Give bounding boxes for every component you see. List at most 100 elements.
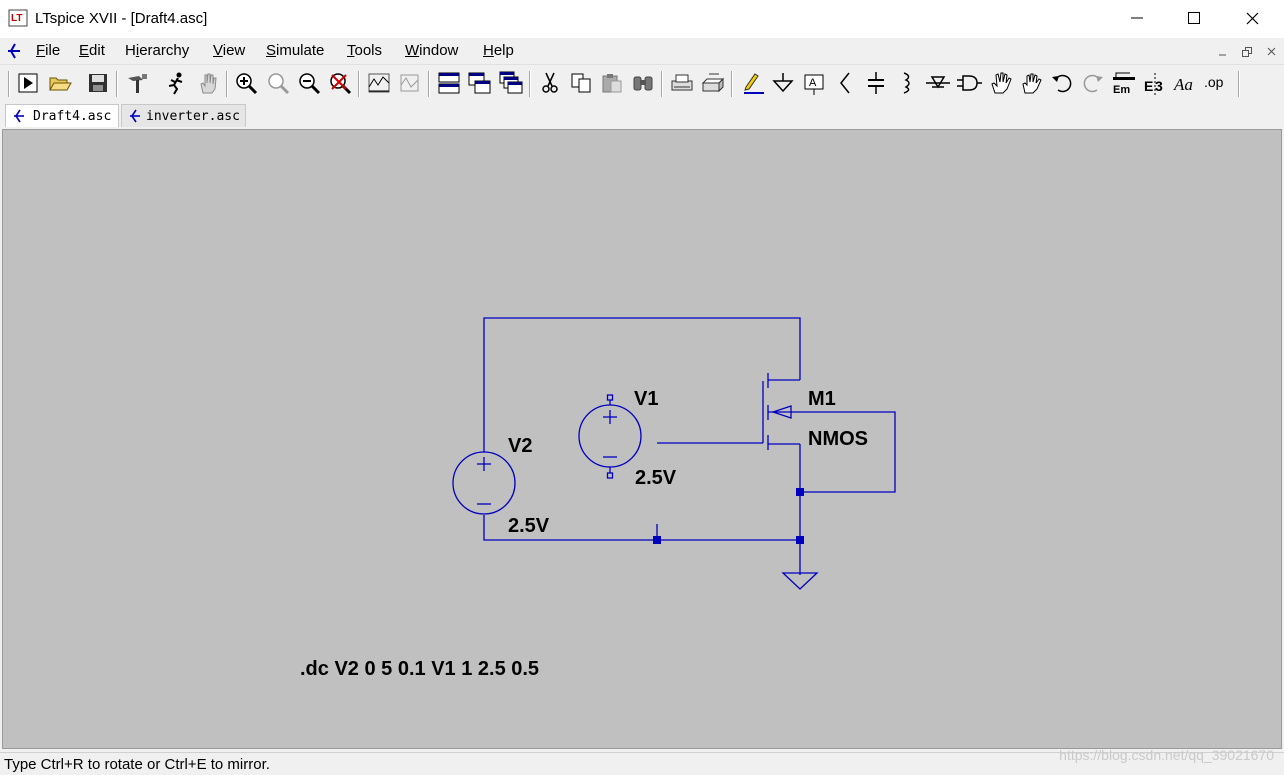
- schematic-canvas[interactable]: V1 2.5V V2 2.5V M1 NMOS .dc V2 0 5 0.1 V…: [2, 129, 1282, 749]
- cascade-icon[interactable]: [497, 69, 525, 97]
- toolbar-separator: [226, 71, 228, 97]
- menu-window[interactable]: Window: [405, 42, 459, 59]
- menu-tools[interactable]: Tools: [347, 42, 383, 59]
- find-icon[interactable]: [629, 69, 657, 97]
- v1-name-label[interactable]: V1: [634, 388, 658, 410]
- wire-body-loop[interactable]: [791, 411, 896, 493]
- v2-value-label[interactable]: 2.5V: [508, 515, 550, 537]
- zoom-cancel-icon[interactable]: [326, 69, 354, 97]
- v1-value-label[interactable]: 2.5V: [635, 467, 677, 489]
- junction-dot: [653, 536, 661, 544]
- zoom-full-icon[interactable]: [264, 69, 292, 97]
- rotate-icon[interactable]: Em: [1110, 69, 1138, 97]
- inductor-icon[interactable]: [893, 69, 921, 97]
- pan-icon[interactable]: [194, 69, 222, 97]
- toolbar-separator: [428, 71, 430, 97]
- svg-text:Aa: Aa: [1173, 75, 1193, 94]
- junction-dot: [796, 488, 804, 496]
- run-icon[interactable]: [14, 69, 42, 97]
- svg-text:Em: Em: [1113, 84, 1130, 96]
- schematic-document-icon[interactable]: [6, 41, 24, 61]
- waveform-icon[interactable]: [396, 69, 424, 97]
- v2-name-label[interactable]: V2: [508, 435, 532, 457]
- toolbar-separator: [116, 71, 118, 97]
- zoom-out-icon[interactable]: [295, 69, 323, 97]
- close-button[interactable]: [1224, 0, 1282, 38]
- halt-icon[interactable]: [162, 69, 190, 97]
- menu-file[interactable]: File: [36, 42, 61, 59]
- schematic-tab-icon: [130, 109, 140, 123]
- drag-icon[interactable]: [1017, 69, 1045, 97]
- mdi-minimize-button[interactable]: [1213, 43, 1233, 61]
- schematic-tab-icon: [14, 109, 24, 123]
- svg-text:LT: LT: [11, 13, 22, 24]
- svg-text:A: A: [809, 77, 817, 89]
- menu-view[interactable]: View: [213, 42, 246, 59]
- menu-simulate[interactable]: Simulate: [266, 42, 325, 59]
- v1-pin-bottom: [606, 472, 614, 479]
- text-icon[interactable]: Aa: [1172, 69, 1200, 97]
- m1-model-label[interactable]: NMOS: [808, 428, 868, 450]
- tile-vertical-icon[interactable]: [466, 69, 494, 97]
- print-icon[interactable]: [699, 69, 727, 97]
- wire-bottom[interactable]: [483, 515, 800, 541]
- window-title: LTspice XVII - [Draft4.asc]: [35, 10, 208, 27]
- menu-help[interactable]: Help: [483, 42, 514, 59]
- resistor-icon[interactable]: [831, 69, 859, 97]
- save-icon[interactable]: [84, 69, 112, 97]
- autorange-icon[interactable]: [365, 69, 393, 97]
- menu-edit[interactable]: Edit: [79, 42, 105, 59]
- label-net-icon[interactable]: A: [800, 69, 828, 97]
- ground-icon[interactable]: [769, 69, 797, 97]
- open-icon[interactable]: [46, 69, 74, 97]
- junction-dot: [796, 536, 804, 544]
- move-icon[interactable]: [986, 69, 1014, 97]
- v2-source-symbol[interactable]: [452, 451, 516, 515]
- capacitor-icon[interactable]: [862, 69, 890, 97]
- zoom-in-icon[interactable]: [232, 69, 260, 97]
- status-text: Type Ctrl+R to rotate or Ctrl+E to mirro…: [4, 756, 270, 773]
- mdi-restore-button[interactable]: [1237, 43, 1257, 61]
- draw-wire-icon[interactable]: [738, 69, 766, 97]
- menu-hierarchy[interactable]: Hierarchy: [125, 42, 190, 59]
- diode-icon[interactable]: [924, 69, 952, 97]
- copy-icon[interactable]: [567, 69, 595, 97]
- title-bar: LT LTspice XVII - [Draft4.asc]: [0, 0, 1284, 38]
- toolbar-separator: [1238, 71, 1240, 97]
- minimize-button[interactable]: [1108, 0, 1166, 38]
- tile-horizontal-icon[interactable]: [435, 69, 463, 97]
- watermark-text: https://blog.csdn.net/qq_39021670: [1059, 747, 1274, 763]
- wire-top-loop[interactable]: [483, 317, 801, 452]
- status-bar: Type Ctrl+R to rotate or Ctrl+E to mirro…: [0, 747, 1284, 775]
- toolbar-separator: [529, 71, 531, 97]
- toolbar-separator: [731, 71, 733, 97]
- cut-icon[interactable]: [536, 69, 564, 97]
- v1-pin-top: [606, 394, 614, 401]
- menu-bar: File Edit Hierarchy View Simulate Tools …: [0, 38, 1284, 64]
- toolbar-separator: [661, 71, 663, 97]
- spice-directive-icon[interactable]: .op: [1203, 69, 1231, 97]
- svg-text:.op: .op: [1204, 74, 1224, 90]
- maximize-button[interactable]: [1166, 0, 1224, 38]
- redo-icon[interactable]: [1079, 69, 1107, 97]
- undo-icon[interactable]: [1048, 69, 1076, 97]
- svg-text:E: E: [1144, 78, 1153, 94]
- mdi-close-button[interactable]: [1262, 43, 1282, 61]
- tab-inverter[interactable]: inverter.asc: [121, 104, 246, 127]
- control-panel-icon[interactable]: [123, 69, 151, 97]
- tab-inverter-label: inverter.asc: [146, 109, 240, 124]
- print-setup-icon[interactable]: [668, 69, 696, 97]
- paste-icon[interactable]: [598, 69, 626, 97]
- ground-symbol[interactable]: [781, 572, 819, 590]
- tab-draft4[interactable]: Draft4.asc: [5, 104, 119, 127]
- mosfet-body-arrow: [770, 405, 792, 419]
- document-tab-bar: Draft4.asc inverter.asc: [0, 101, 1284, 128]
- schematic-drawing: V1 2.5V V2 2.5V M1 NMOS .dc V2 0 5 0.1 V…: [300, 317, 896, 680]
- toolbar-separator: [358, 71, 360, 97]
- component-icon[interactable]: [955, 69, 983, 97]
- m1-name-label[interactable]: M1: [808, 388, 836, 410]
- tab-draft4-label: Draft4.asc: [33, 109, 112, 124]
- dc-sweep-directive[interactable]: .dc V2 0 5 0.1 V1 1 2.5 0.5: [300, 658, 539, 680]
- toolbar-grip: [8, 71, 10, 97]
